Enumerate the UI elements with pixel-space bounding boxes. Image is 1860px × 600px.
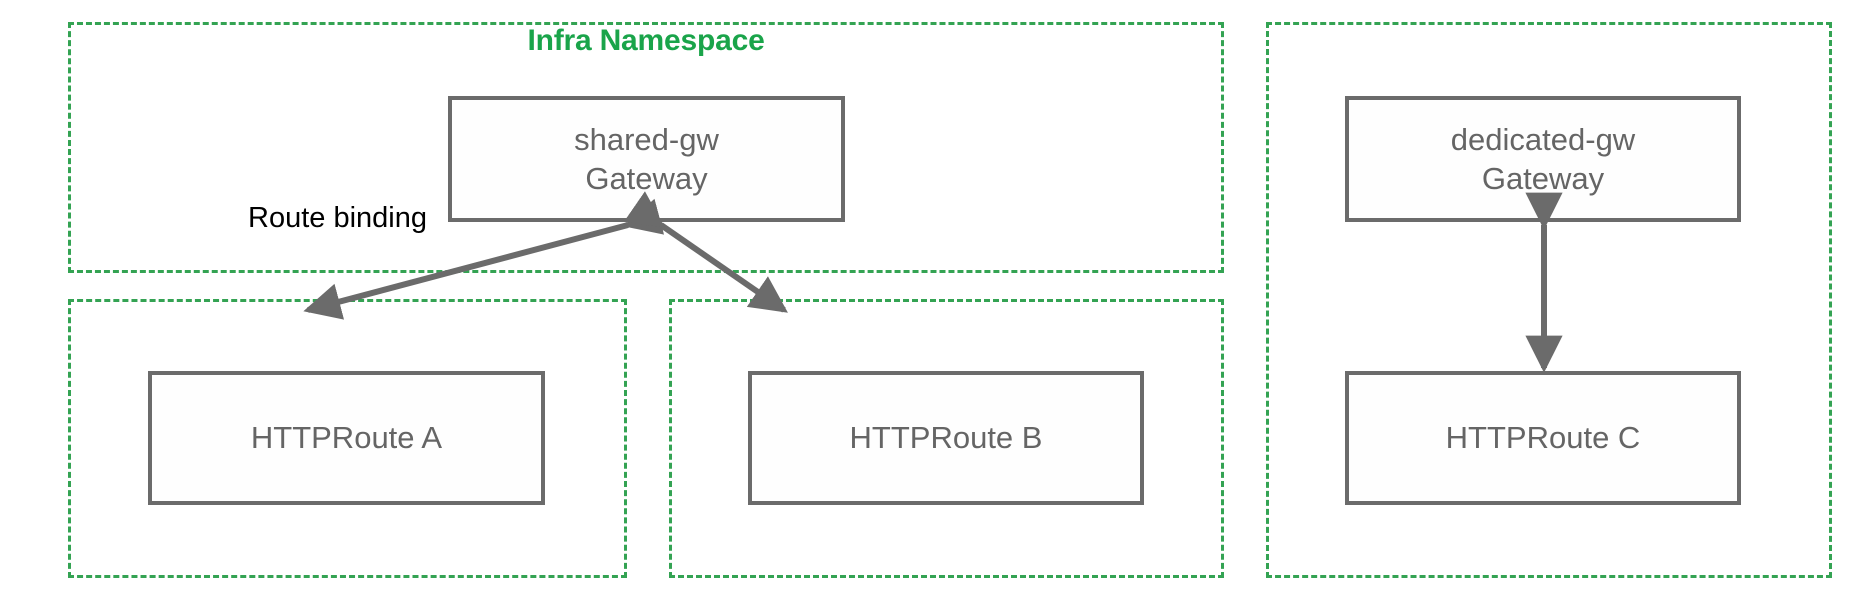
resource-name-httproute-b: HTTPRoute B: [849, 420, 1043, 456]
resource-box-shared-gw[interactable]: shared-gw Gateway: [448, 96, 845, 222]
resource-kind-shared-gw: Gateway: [585, 161, 708, 196]
resource-name-dedicated-gw: dedicated-gw: [1450, 121, 1636, 157]
edge-label-route-binding: Route binding: [248, 202, 427, 234]
resource-box-httproute-c[interactable]: HTTPRoute C: [1345, 371, 1741, 505]
namespace-label-infra: Infra Namespace: [527, 24, 765, 57]
resource-name-httproute-c: HTTPRoute C: [1445, 420, 1641, 456]
resource-name-shared-gw: shared-gw: [574, 121, 719, 157]
resource-name-httproute-a: HTTPRoute A: [250, 420, 443, 456]
resource-kind-dedicated-gw: Gateway: [1481, 161, 1605, 196]
resource-box-dedicated-gw[interactable]: dedicated-gw Gateway: [1345, 96, 1741, 222]
resource-box-httproute-a[interactable]: HTTPRoute A: [148, 371, 545, 505]
resource-box-httproute-b[interactable]: HTTPRoute B: [748, 371, 1144, 505]
namespace-container-b: [669, 299, 1224, 578]
namespace-container-c: [1266, 22, 1832, 578]
